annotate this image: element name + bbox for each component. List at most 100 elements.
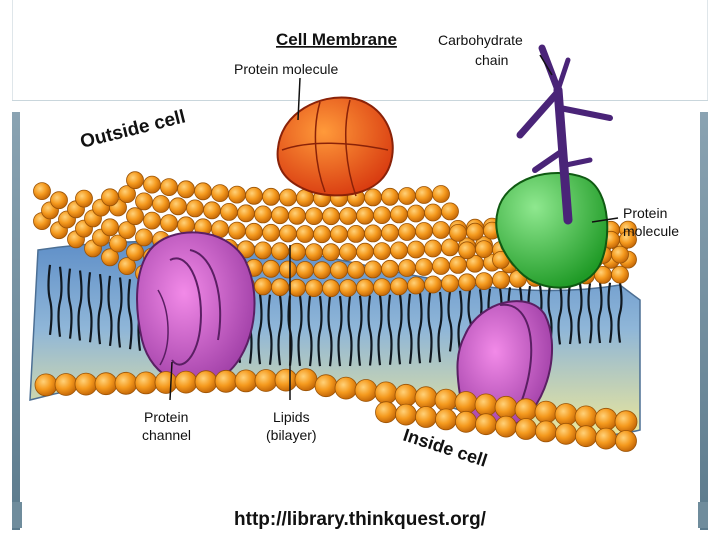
lipid-head xyxy=(364,260,382,279)
protein-molecule-label-right-line1: Protein xyxy=(623,205,667,221)
source-url[interactable]: http://library.thinkquest.org/ xyxy=(234,509,486,530)
lipid-head xyxy=(398,223,416,241)
lipid-head xyxy=(475,240,493,259)
lipid-head xyxy=(143,175,161,194)
lipid-head xyxy=(305,279,323,298)
diagram-title: Cell Membrane xyxy=(276,30,397,49)
protein-channel-label-line1: Protein xyxy=(144,409,188,425)
lipid-head xyxy=(305,243,323,262)
fatty-acid-tail xyxy=(77,270,83,341)
lipid-head xyxy=(455,410,477,433)
fatty-acid-tail xyxy=(427,292,433,363)
lipid-head xyxy=(458,273,476,292)
lipid-head xyxy=(169,197,187,216)
lipid-head xyxy=(54,373,78,396)
lipid-head xyxy=(194,182,212,201)
lipid-head xyxy=(555,422,577,445)
fatty-acid-tail xyxy=(557,284,563,345)
protein-channel-left xyxy=(136,231,256,386)
lipid-head xyxy=(495,415,517,438)
lipid-head xyxy=(262,259,280,278)
lipid-head xyxy=(475,272,493,291)
lipid-head xyxy=(254,205,272,224)
lipid-head xyxy=(330,261,348,280)
lipid-head xyxy=(118,185,136,204)
fatty-acid-tail xyxy=(87,272,93,343)
lipid-head xyxy=(407,240,425,259)
outer-lipid-heads xyxy=(33,171,637,298)
lipid-head xyxy=(288,206,306,225)
lipid-head xyxy=(271,278,289,297)
fatty-acid-tail xyxy=(357,295,363,366)
fatty-acid-tail xyxy=(447,291,453,352)
lipid-head xyxy=(474,393,498,417)
lipid-head xyxy=(339,243,357,261)
fatty-acid-tail xyxy=(337,295,343,367)
lipid-head xyxy=(394,383,418,407)
lipid-head xyxy=(415,258,433,276)
lipid-head xyxy=(334,376,358,400)
lipid-head xyxy=(228,185,246,204)
lipid-head xyxy=(534,400,558,424)
lipid-head xyxy=(214,369,238,393)
lipid-head xyxy=(415,186,433,204)
lipid-head xyxy=(271,242,289,261)
lipid-head xyxy=(373,278,391,297)
lipid-head xyxy=(595,427,617,450)
lipid-head xyxy=(395,403,417,426)
lipid-head xyxy=(449,255,467,274)
lipid-head xyxy=(515,418,537,440)
protein-molecule-label-top: Protein molecule xyxy=(234,61,338,77)
lipid-head xyxy=(364,224,382,243)
lipid-head xyxy=(373,242,391,261)
lipid-head xyxy=(288,242,306,261)
lipid-head xyxy=(228,221,246,240)
lipid-head xyxy=(407,276,425,295)
lipid-head xyxy=(160,214,178,233)
lipid-head xyxy=(494,395,518,419)
lipid-head xyxy=(220,202,238,221)
protein-molecule-right xyxy=(495,172,609,289)
lipid-head xyxy=(33,182,51,201)
lipid-head xyxy=(435,408,457,431)
lipid-head xyxy=(475,413,497,436)
lipid-head xyxy=(174,370,198,394)
lipid-head xyxy=(356,278,374,297)
lipid-head xyxy=(134,371,158,395)
lipid-head xyxy=(234,369,258,393)
lipid-head xyxy=(611,265,629,284)
lipid-head xyxy=(313,261,331,280)
lipid-head xyxy=(118,257,136,276)
lipid-head xyxy=(74,372,98,396)
lipid-head xyxy=(356,242,374,261)
fatty-acid-tail xyxy=(297,295,303,367)
lipid-head xyxy=(434,388,458,412)
lipid-head xyxy=(254,277,272,296)
lipid-head xyxy=(466,222,484,241)
lipid-head xyxy=(390,241,408,260)
lipid-head xyxy=(339,279,357,297)
lipid-head xyxy=(492,270,510,289)
left-accent-bar xyxy=(12,112,20,530)
lipid-head xyxy=(313,225,331,244)
lipid-head xyxy=(432,257,450,275)
lipid-head xyxy=(594,407,618,431)
cell-membrane-diagram: Cell Membrane Carbohydrate chain Protein… xyxy=(29,30,679,471)
lipid-head xyxy=(614,410,638,434)
outside-cell-label: Outside cell xyxy=(78,106,188,152)
lipid-head xyxy=(245,222,263,241)
lipid-head xyxy=(262,223,280,242)
lipid-head xyxy=(135,228,153,247)
fatty-acid-tail xyxy=(387,294,393,365)
lipid-head xyxy=(330,225,348,244)
lipid-head xyxy=(194,370,218,394)
lipid-head xyxy=(237,204,255,223)
lipids-label-line1: Lipids xyxy=(273,409,310,425)
lipid-head xyxy=(454,391,478,414)
lipid-head xyxy=(554,403,578,426)
lipid-head xyxy=(152,195,170,213)
lipid-head xyxy=(126,171,144,190)
fatty-acid-tail xyxy=(307,295,313,367)
lipid-head xyxy=(619,230,637,249)
